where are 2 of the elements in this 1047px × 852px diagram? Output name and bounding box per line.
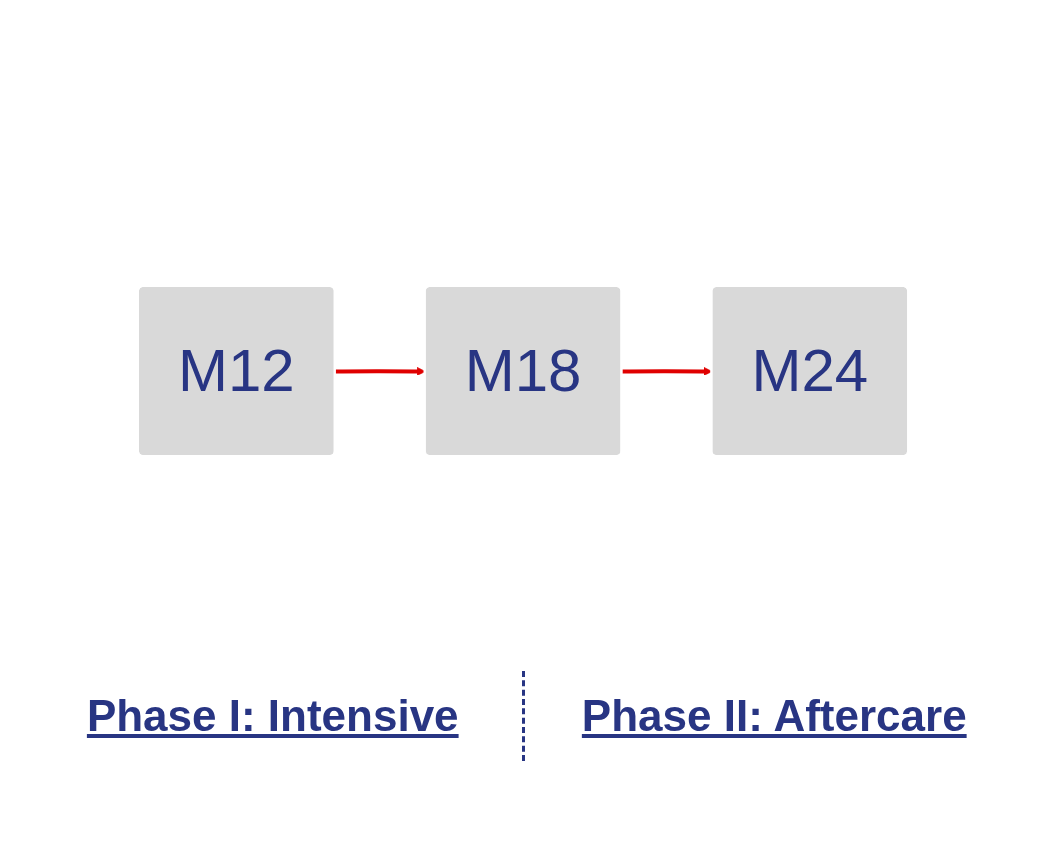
phase-label: Phase I: Intensive (86, 691, 459, 741)
phase-label: Phase II: Aftercare (581, 691, 967, 741)
